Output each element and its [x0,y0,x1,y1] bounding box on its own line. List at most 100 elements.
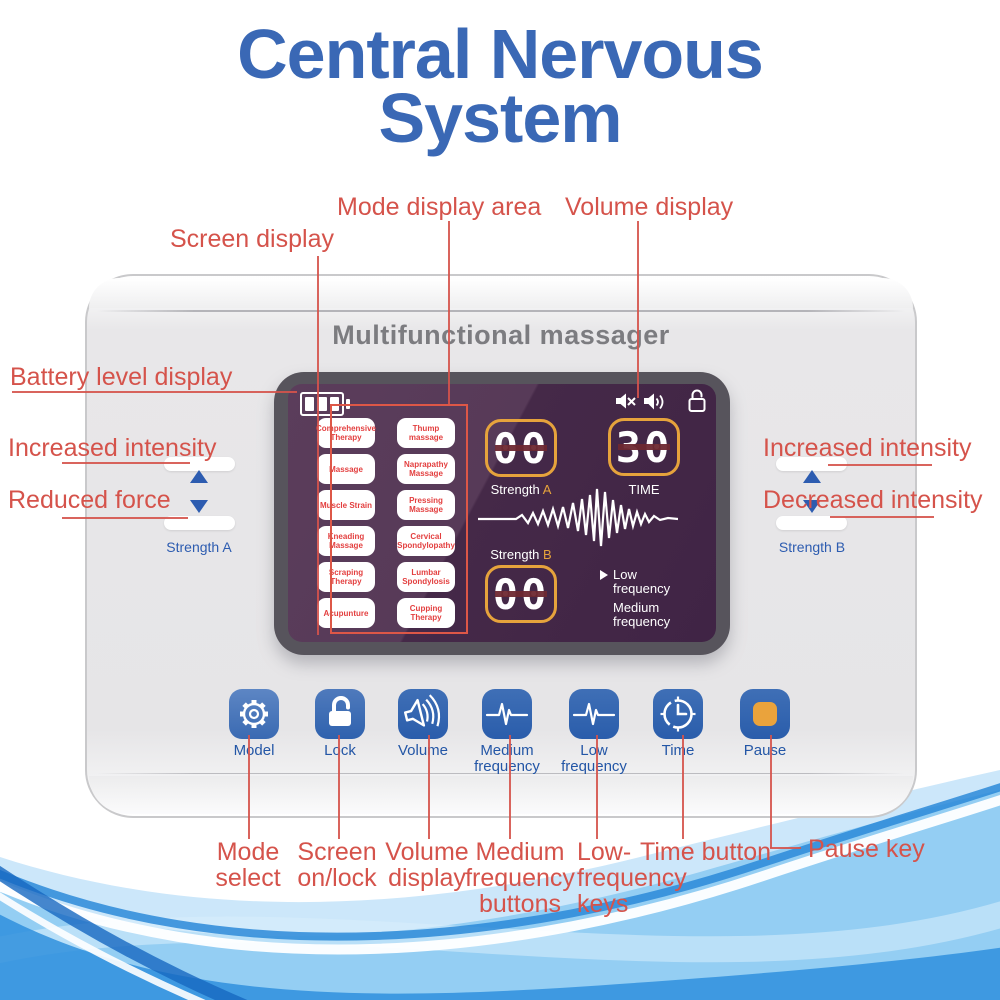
low-frequency-pointer-icon [600,570,608,580]
callout-mode-select: Mode select [215,838,281,892]
mute-icon [614,390,638,419]
callout-line-mode-display [448,221,450,404]
mode-button-muscle-strain[interactable]: Muscle Strain [317,490,375,520]
callout-screen-display: Screen display [170,225,334,253]
callout-battery-level: Battery level display [10,363,233,391]
mode-button-cupping-therapy[interactable]: Cupping Therapy [397,598,455,628]
callout-volume-display-bottom: Volume display [385,838,469,892]
callout-line-medium-frequency [509,735,511,839]
up-triangle-icon [190,470,208,483]
strength-a-up-button[interactable] [164,457,235,471]
callout-volume-display-top: Volume display [565,193,734,221]
strength-b-label: Strength B [490,547,552,562]
volume-button-label: Volume [397,742,449,759]
callout-pause-key: Pause key [808,835,925,863]
callout-line-volume-bottom [428,735,430,839]
strength-a-down-button[interactable] [164,516,235,530]
callout-medium-frequency-buttons: Medium frequency buttons [465,838,575,918]
callout-line-left-decrease [62,517,188,519]
low-frequency-button[interactable] [569,689,619,739]
device-brand-title: Multifunctional massager [332,320,670,350]
massager-device: Multifunctional massager [85,274,917,818]
time-button[interactable] [653,689,703,739]
pause-button[interactable] [740,689,790,739]
mode-button-scraping-therapy[interactable]: Scraping Therapy [317,562,375,592]
device-bottom-bevel [89,776,913,814]
down-triangle-icon [190,500,208,513]
device-bevel-line-bottom [97,772,905,774]
mode-button-cervical-spondylopathy[interactable]: Cervical Spondylopathy [397,526,455,556]
callout-line-right-increase [828,464,932,466]
callout-time-button: Time button [640,838,772,866]
callout-left-decrease: Reduced force [8,486,171,514]
medium-frequency-button-label: Medium frequency [474,742,540,775]
mode-column-left: Comprehensive Therapy Massage Muscle Str… [316,418,376,628]
strength-a-side-label: Strength A [166,539,232,555]
callout-line-screen-onlock [338,735,340,839]
callout-right-increase: Increased intensity [763,434,972,462]
pulse-icon [572,702,616,726]
callout-line-battery [12,391,297,393]
mode-button-acupunture[interactable]: Acupunture [317,598,375,628]
strength-b-display: 00 [485,565,557,623]
device-top-bevel [89,278,913,308]
legend-low: Low frequency [613,567,671,596]
strength-b-side-label: Strength B [778,539,846,555]
time-display: 30 [608,418,680,476]
page-title: Central Nervous System [0,15,1000,157]
mode-column-right: Thump massage Naprapathy Massage Pressin… [397,418,455,628]
callout-mode-display-area: Mode display area [337,193,542,221]
pause-icon [753,702,777,726]
up-triangle-icon [803,470,821,483]
speaker-wave-icon [642,389,666,420]
speaker-icon [404,694,441,727]
callout-screen-onlock: Screen on/lock [297,838,377,892]
medium-frequency-button[interactable] [482,689,532,739]
mode-button-naprapathy-massage[interactable]: Naprapathy Massage [397,454,455,484]
callout-line-volume-display [637,221,639,398]
callout-line-mode-select [248,735,250,839]
volume-button[interactable] [398,689,448,739]
lock-button[interactable] [315,689,365,739]
pause-button-label: Pause [743,742,787,759]
callout-line-time-button [682,735,684,839]
callout-line-left-increase [62,462,190,464]
strength-a-label: Strength A [490,482,552,497]
mode-area-highlight-rect [330,404,468,634]
callout-line-right-decrease [830,516,934,518]
callout-left-increase: Increased intensity [8,434,217,462]
strength-b-up-button[interactable] [776,457,847,471]
screen-bezel: Comprehensive Therapy Massage Muscle Str… [274,372,730,655]
mode-button-comprehensive-therapy[interactable]: Comprehensive Therapy [316,418,376,448]
waveform-graphic [478,486,679,555]
gear-icon [240,700,268,728]
frequency-legend: Low frequency Medium frequency [600,568,670,629]
strength-a-display: 00 [485,419,557,477]
callout-elbow-pause-key [770,847,801,849]
lock-button-label: Lock [324,742,356,759]
device-bevel-line-top [97,310,905,312]
down-triangle-icon [803,500,821,513]
mode-button-pressing-massage[interactable]: Pressing Massage [397,490,455,520]
page-title-line1: Central Nervous [237,15,764,93]
mode-button-thump-massage[interactable]: Thump massage [397,418,455,448]
model-button-label: Model [233,742,275,759]
time-button-label: Time [661,742,695,759]
time-label: TIME [628,482,660,497]
mode-button-massage[interactable]: Massage [317,454,375,484]
model-button[interactable] [229,689,279,739]
pulse-icon [485,702,529,726]
low-frequency-button-label: Low frequency [561,742,627,775]
page-title-line2: System [378,79,622,157]
unlock-icon [329,696,351,726]
strength-b-down-button[interactable] [776,516,847,530]
callout-right-decrease: Decreased intensity [763,486,983,514]
mode-button-lumbar-spondylosis[interactable]: Lumbar Spondylosis [397,562,455,592]
lock-icon [686,386,708,421]
callout-line-screen-display [317,256,319,635]
legend-medium: Medium frequency [613,600,671,629]
wave-background [0,762,1000,1000]
mode-button-kneading-massage[interactable]: Kneading Massage [317,526,375,556]
callout-line-pause-key [770,735,772,848]
